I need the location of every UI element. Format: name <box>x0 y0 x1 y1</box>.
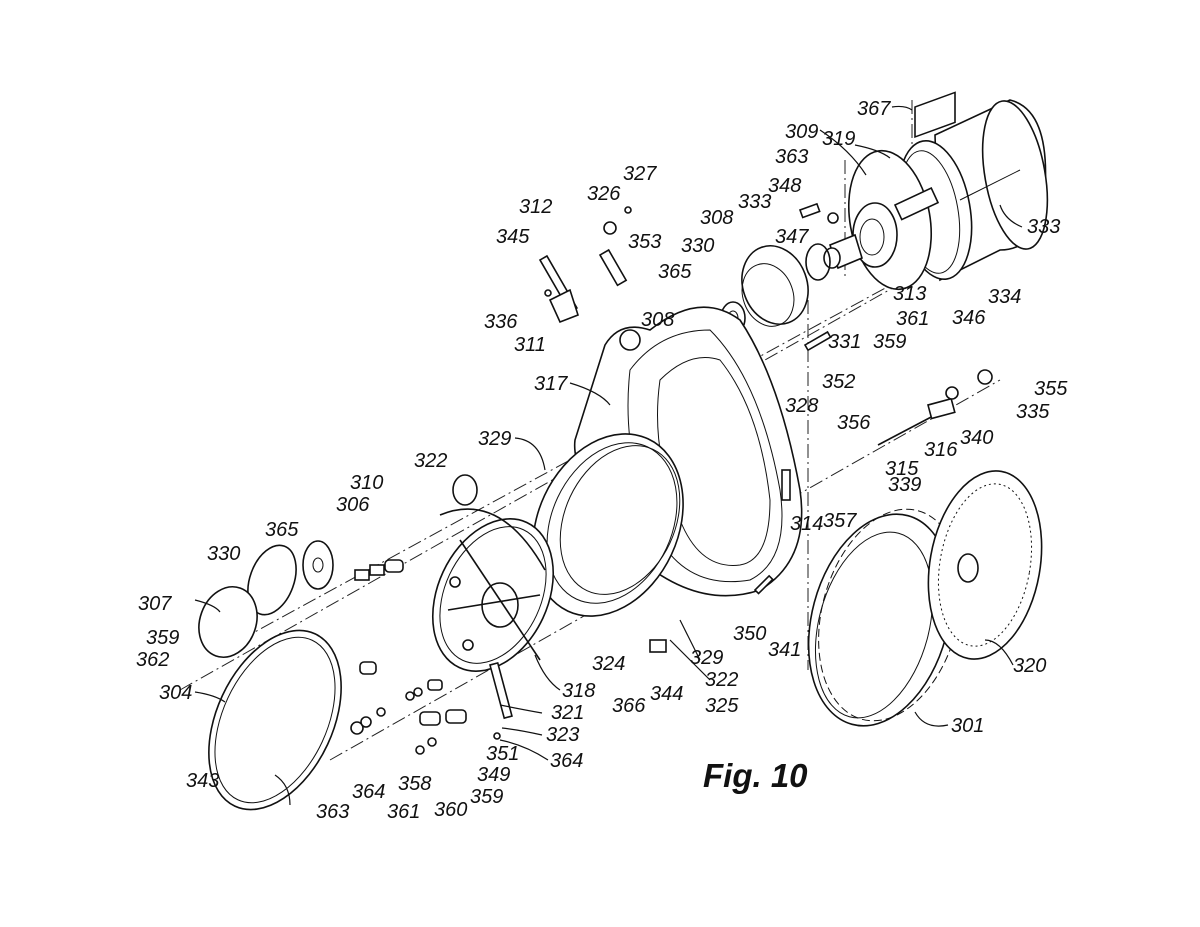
label-352: 352 <box>822 371 855 393</box>
label-361-bottom: 361 <box>387 801 420 823</box>
label-319: 319 <box>822 128 855 150</box>
label-321: 321 <box>551 702 584 724</box>
label-364-left: 364 <box>352 781 385 803</box>
label-357: 357 <box>823 510 857 532</box>
label-363: 363 <box>775 146 808 168</box>
label-328: 328 <box>785 395 818 417</box>
label-365-left: 365 <box>265 519 299 541</box>
label-351: 351 <box>486 743 519 765</box>
label-324: 324 <box>592 653 625 675</box>
label-316: 316 <box>924 439 958 461</box>
label-360: 360 <box>434 799 467 821</box>
label-333-motor: 333 <box>1027 216 1060 238</box>
label-322-lower: 322 <box>705 669 738 691</box>
label-308: 308 <box>700 207 733 229</box>
label-323: 323 <box>546 724 579 746</box>
label-359-left: 359 <box>146 627 179 649</box>
label-330: 330 <box>681 235 714 257</box>
label-366: 366 <box>612 695 646 717</box>
label-339: 339 <box>888 474 921 496</box>
label-320: 320 <box>1013 655 1046 677</box>
label-318: 318 <box>562 680 595 702</box>
label-359: 359 <box>873 331 906 353</box>
label-309: 309 <box>785 121 818 143</box>
label-308-belt: 308 <box>641 309 674 331</box>
label-361: 361 <box>896 308 929 330</box>
label-341: 341 <box>768 639 801 661</box>
label-362: 362 <box>136 649 169 671</box>
label-359-bottom: 359 <box>470 786 503 808</box>
label-346: 346 <box>952 307 986 329</box>
label-325: 325 <box>705 695 739 717</box>
label-336: 336 <box>484 311 518 333</box>
label-340: 340 <box>960 427 993 449</box>
figure-title: Fig. 10 <box>703 757 808 794</box>
label-335: 335 <box>1016 401 1050 423</box>
label-312: 312 <box>519 196 552 218</box>
label-317: 317 <box>534 373 568 395</box>
label-347: 347 <box>775 226 809 248</box>
label-306: 306 <box>336 494 370 516</box>
label-301: 301 <box>951 715 984 737</box>
label-367: 367 <box>857 98 891 120</box>
label-365: 365 <box>658 261 692 283</box>
label-307: 307 <box>138 593 172 615</box>
label-348: 348 <box>768 175 801 197</box>
label-345: 345 <box>496 226 530 248</box>
label-358: 358 <box>398 773 431 795</box>
label-329-lower: 329 <box>690 647 723 669</box>
label-304: 304 <box>159 682 192 704</box>
label-311: 311 <box>514 334 546 356</box>
label-350: 350 <box>733 623 766 645</box>
label-314: 314 <box>790 513 823 535</box>
label-363-bottom: 363 <box>316 801 349 823</box>
label-344: 344 <box>650 683 683 705</box>
label-349: 349 <box>477 764 510 786</box>
label-355: 355 <box>1034 378 1068 400</box>
label-327: 327 <box>623 163 657 185</box>
label-310: 310 <box>350 472 383 494</box>
label-322: 322 <box>414 450 447 472</box>
label-330-left: 330 <box>207 543 240 565</box>
label-329: 329 <box>478 428 511 450</box>
label-334: 334 <box>988 286 1021 308</box>
label-343: 343 <box>186 770 219 792</box>
label-364-right: 364 <box>550 750 583 772</box>
label-353: 353 <box>628 231 661 253</box>
label-331: 331 <box>828 331 861 353</box>
label-356: 356 <box>837 412 871 434</box>
label-313: 313 <box>893 283 926 305</box>
label-333: 333 <box>738 191 771 213</box>
label-326: 326 <box>587 183 621 205</box>
